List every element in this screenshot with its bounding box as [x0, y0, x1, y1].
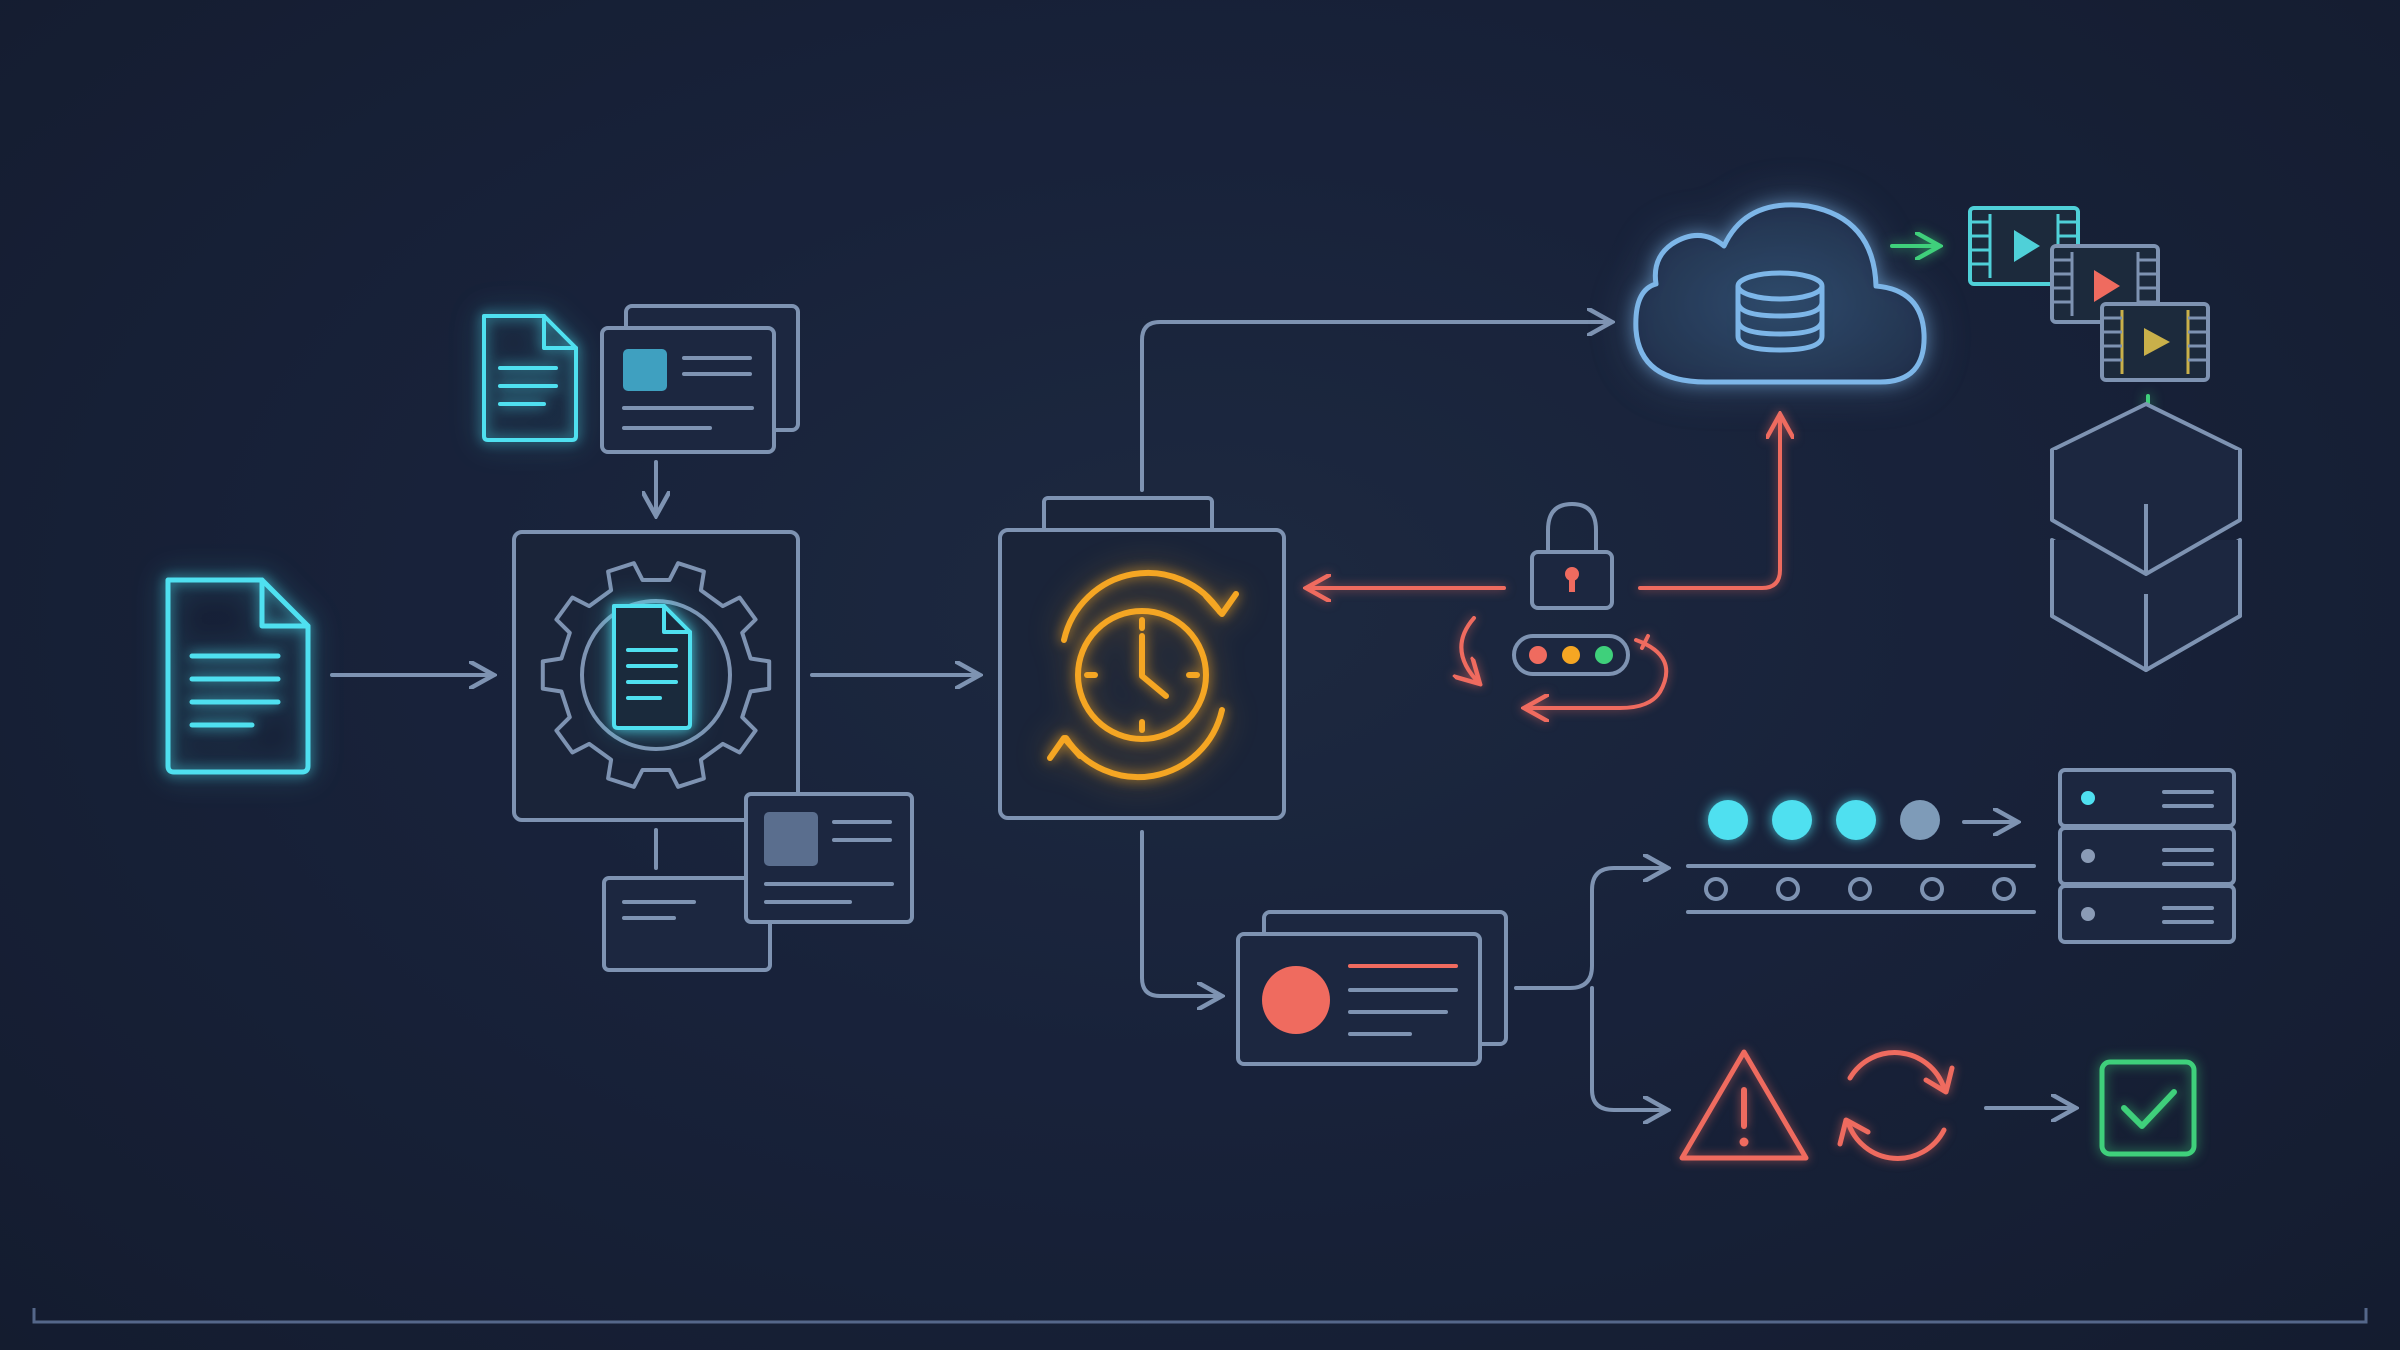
- input-document-icon[interactable]: [482, 314, 578, 442]
- conveyor-roller: [1992, 877, 2016, 901]
- output-card-back[interactable]: [602, 876, 772, 972]
- database-icon: [1735, 270, 1825, 353]
- play-icon: [2144, 328, 2170, 356]
- conveyor-roller: [1704, 877, 1728, 901]
- gear-icon: [540, 561, 772, 789]
- conveyor-roller: [1776, 877, 1800, 901]
- server-led: [2081, 907, 2095, 921]
- refresh-icon[interactable]: [1837, 1050, 1955, 1161]
- arrow-scheduler-to-cloud: [1140, 322, 1612, 492]
- server-led: [2081, 849, 2095, 863]
- output-card-front[interactable]: [744, 792, 914, 924]
- connectors: [330, 322, 2076, 1110]
- alert-card[interactable]: [1236, 910, 1508, 1066]
- clock-sync-icon: [1047, 569, 1239, 781]
- play-icon: [2014, 230, 2040, 262]
- server-unit: [2058, 884, 2236, 944]
- conveyor-roller: [1920, 877, 1944, 901]
- status-light-green: [1595, 646, 1613, 664]
- gear-outline: [540, 561, 772, 789]
- engine-document-icon: [612, 604, 692, 730]
- arrow-lock-to-cloud: [1638, 414, 1780, 590]
- alert-dot: [1262, 966, 1330, 1034]
- gear-hub: [580, 599, 732, 751]
- queue-conveyor[interactable]: [1686, 800, 2036, 914]
- video-frame-olive[interactable]: [2100, 302, 2210, 382]
- cloud-database-icon[interactable]: [1633, 202, 1927, 385]
- status-light-red: [1529, 646, 1547, 664]
- server-rack-icon[interactable]: [2058, 768, 2236, 944]
- queue-item: [1772, 800, 1812, 840]
- input-card-icon[interactable]: [600, 304, 800, 454]
- branch-alert-to-warning: [1590, 986, 1668, 1110]
- warning-icon[interactable]: [1679, 1049, 1809, 1161]
- conveyor-roller: [1848, 877, 1872, 901]
- baseline-bracket: [32, 1308, 2368, 1324]
- queue-item: [1836, 800, 1876, 840]
- checkbox-icon[interactable]: [2099, 1059, 2197, 1157]
- box-stack-icon[interactable]: [2050, 402, 2242, 672]
- status-lights-icon[interactable]: [1512, 634, 1630, 676]
- padlock-icon[interactable]: [1530, 502, 1614, 610]
- input-card-thumb: [623, 349, 667, 391]
- output-card-thumb: [764, 812, 818, 866]
- queue-item: [1708, 800, 1748, 840]
- security-connectors: [1306, 414, 1780, 588]
- queue-item: [1900, 800, 1940, 840]
- play-icon: [2094, 270, 2120, 302]
- branch-alert-split: [1514, 868, 1668, 990]
- arrow-scheduler-to-alert: [1140, 830, 1222, 996]
- sync-arrows-icon: [1461, 616, 1669, 708]
- source-document-icon[interactable]: [165, 577, 311, 775]
- status-light-yellow: [1562, 646, 1580, 664]
- server-led: [2081, 791, 2095, 805]
